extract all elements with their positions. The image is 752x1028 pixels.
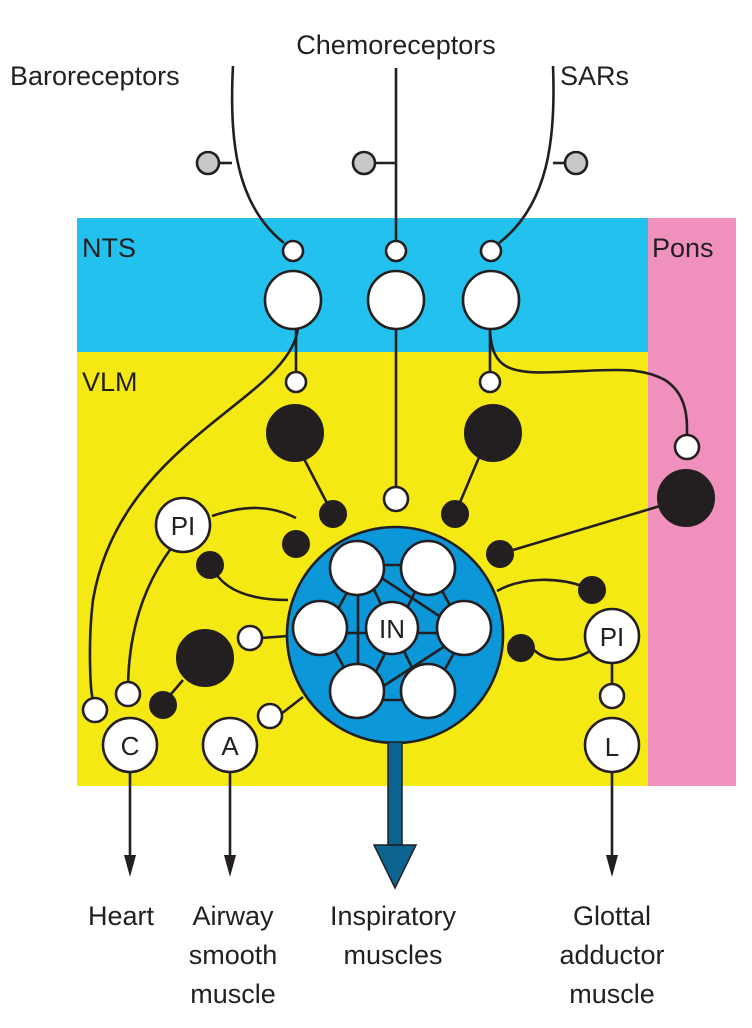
pi-right-node	[583, 607, 641, 665]
inhibitory-synapse	[319, 500, 347, 528]
synapse-a	[256, 702, 284, 730]
c-node	[101, 716, 159, 774]
baroreceptor-ganglion	[195, 150, 221, 176]
inhibitory-neuron-left	[266, 404, 324, 462]
inhibitory-synapse	[282, 530, 310, 558]
inhibitory-synapse	[486, 540, 514, 568]
baroreceptors-label: Baroreceptors	[10, 61, 180, 91]
pi-right-label: PI	[600, 622, 625, 652]
inhibitory-synapse	[507, 634, 535, 662]
pi-left-label: PI	[171, 511, 196, 541]
pi-left-node	[154, 496, 212, 554]
in-neuron	[328, 539, 386, 597]
inhibitory-synapse	[578, 576, 606, 604]
inspiratory-label-line2: muscles	[343, 940, 442, 970]
inspiratory-label-line1: Inspiratory	[330, 901, 457, 931]
glottal-label-line2: adductor	[559, 940, 664, 970]
airway-label-line2: smooth	[189, 940, 278, 970]
baroreceptor-afferent	[230, 65, 285, 245]
a-label: A	[221, 731, 239, 761]
black-left-link	[300, 454, 331, 508]
l-label: L	[605, 732, 619, 762]
glottal-arrowhead	[606, 855, 618, 877]
c-label: C	[121, 731, 140, 761]
inspiratory-output-shaft	[387, 741, 403, 846]
in-to-a-link	[280, 695, 304, 716]
synapse-baro	[281, 239, 305, 263]
pi-left-to-c	[126, 546, 174, 691]
inhibitory-synapse	[196, 551, 224, 579]
in-neuron	[399, 539, 457, 597]
chemoreceptors-label: Chemoreceptors	[296, 30, 496, 60]
in-to-small-white	[260, 634, 289, 640]
pons-label: Pons	[652, 233, 714, 263]
heart-label: Heart	[88, 901, 155, 931]
vlm-label: VLM	[82, 367, 138, 397]
nts-to-c-fiber	[88, 327, 300, 701]
nts-neuron-chemo	[366, 269, 426, 331]
synapse-c-upper	[114, 680, 142, 708]
pons-inhibitory-neuron	[657, 469, 715, 527]
inhibitory-synapse	[149, 691, 177, 719]
pons-to-in-link	[502, 504, 661, 555]
pi-left-to-in-loop	[211, 506, 297, 520]
synapse-vlm-right	[478, 370, 502, 394]
in-core-neuron	[364, 600, 420, 656]
nts-label: NTS	[82, 233, 136, 263]
synapse-in-left	[236, 624, 264, 652]
glottal-label-line3: muscle	[569, 979, 655, 1009]
a-node	[201, 716, 259, 774]
nts-neuron-sar	[461, 269, 521, 331]
l-node	[583, 716, 641, 774]
black-right-link	[456, 454, 482, 508]
airway-label-line3: muscle	[190, 979, 276, 1009]
synapse-vlm-left	[284, 370, 308, 394]
in-label: IN	[379, 614, 405, 644]
sar-ganglion	[563, 150, 589, 176]
inspiratory-output-arrowhead	[372, 844, 418, 890]
nts-to-pons-fiber	[488, 329, 689, 436]
sar-afferent	[498, 65, 555, 245]
synapse-sar	[479, 239, 503, 263]
glottal-label-line1: Glottal	[573, 901, 651, 931]
synapse-chemo	[384, 239, 408, 263]
in-to-right-inh-loop	[496, 578, 586, 593]
nts-neuron-baro	[263, 269, 323, 331]
in-neuron	[435, 599, 493, 657]
sars-label: SARs	[560, 61, 629, 91]
airway-label-line1: Airway	[192, 901, 274, 931]
synapse-c-left	[81, 696, 109, 724]
synapse-l	[598, 682, 626, 710]
nts-region	[77, 218, 648, 352]
inhibitory-synapse	[441, 500, 469, 528]
in-neuron	[291, 599, 349, 657]
heart-arrowhead	[124, 855, 136, 877]
chemo-synapse-in	[382, 485, 410, 513]
inhibitory-neuron-right	[464, 404, 522, 462]
synapse-pons	[673, 433, 701, 461]
in-neuron	[399, 662, 457, 720]
airway-arrowhead	[224, 855, 236, 877]
chemoreceptor-ganglion	[351, 150, 377, 176]
inhibitory-neuron-lower	[176, 629, 234, 687]
pi-right-inh-loop	[533, 649, 591, 661]
in-neuron	[328, 662, 386, 720]
